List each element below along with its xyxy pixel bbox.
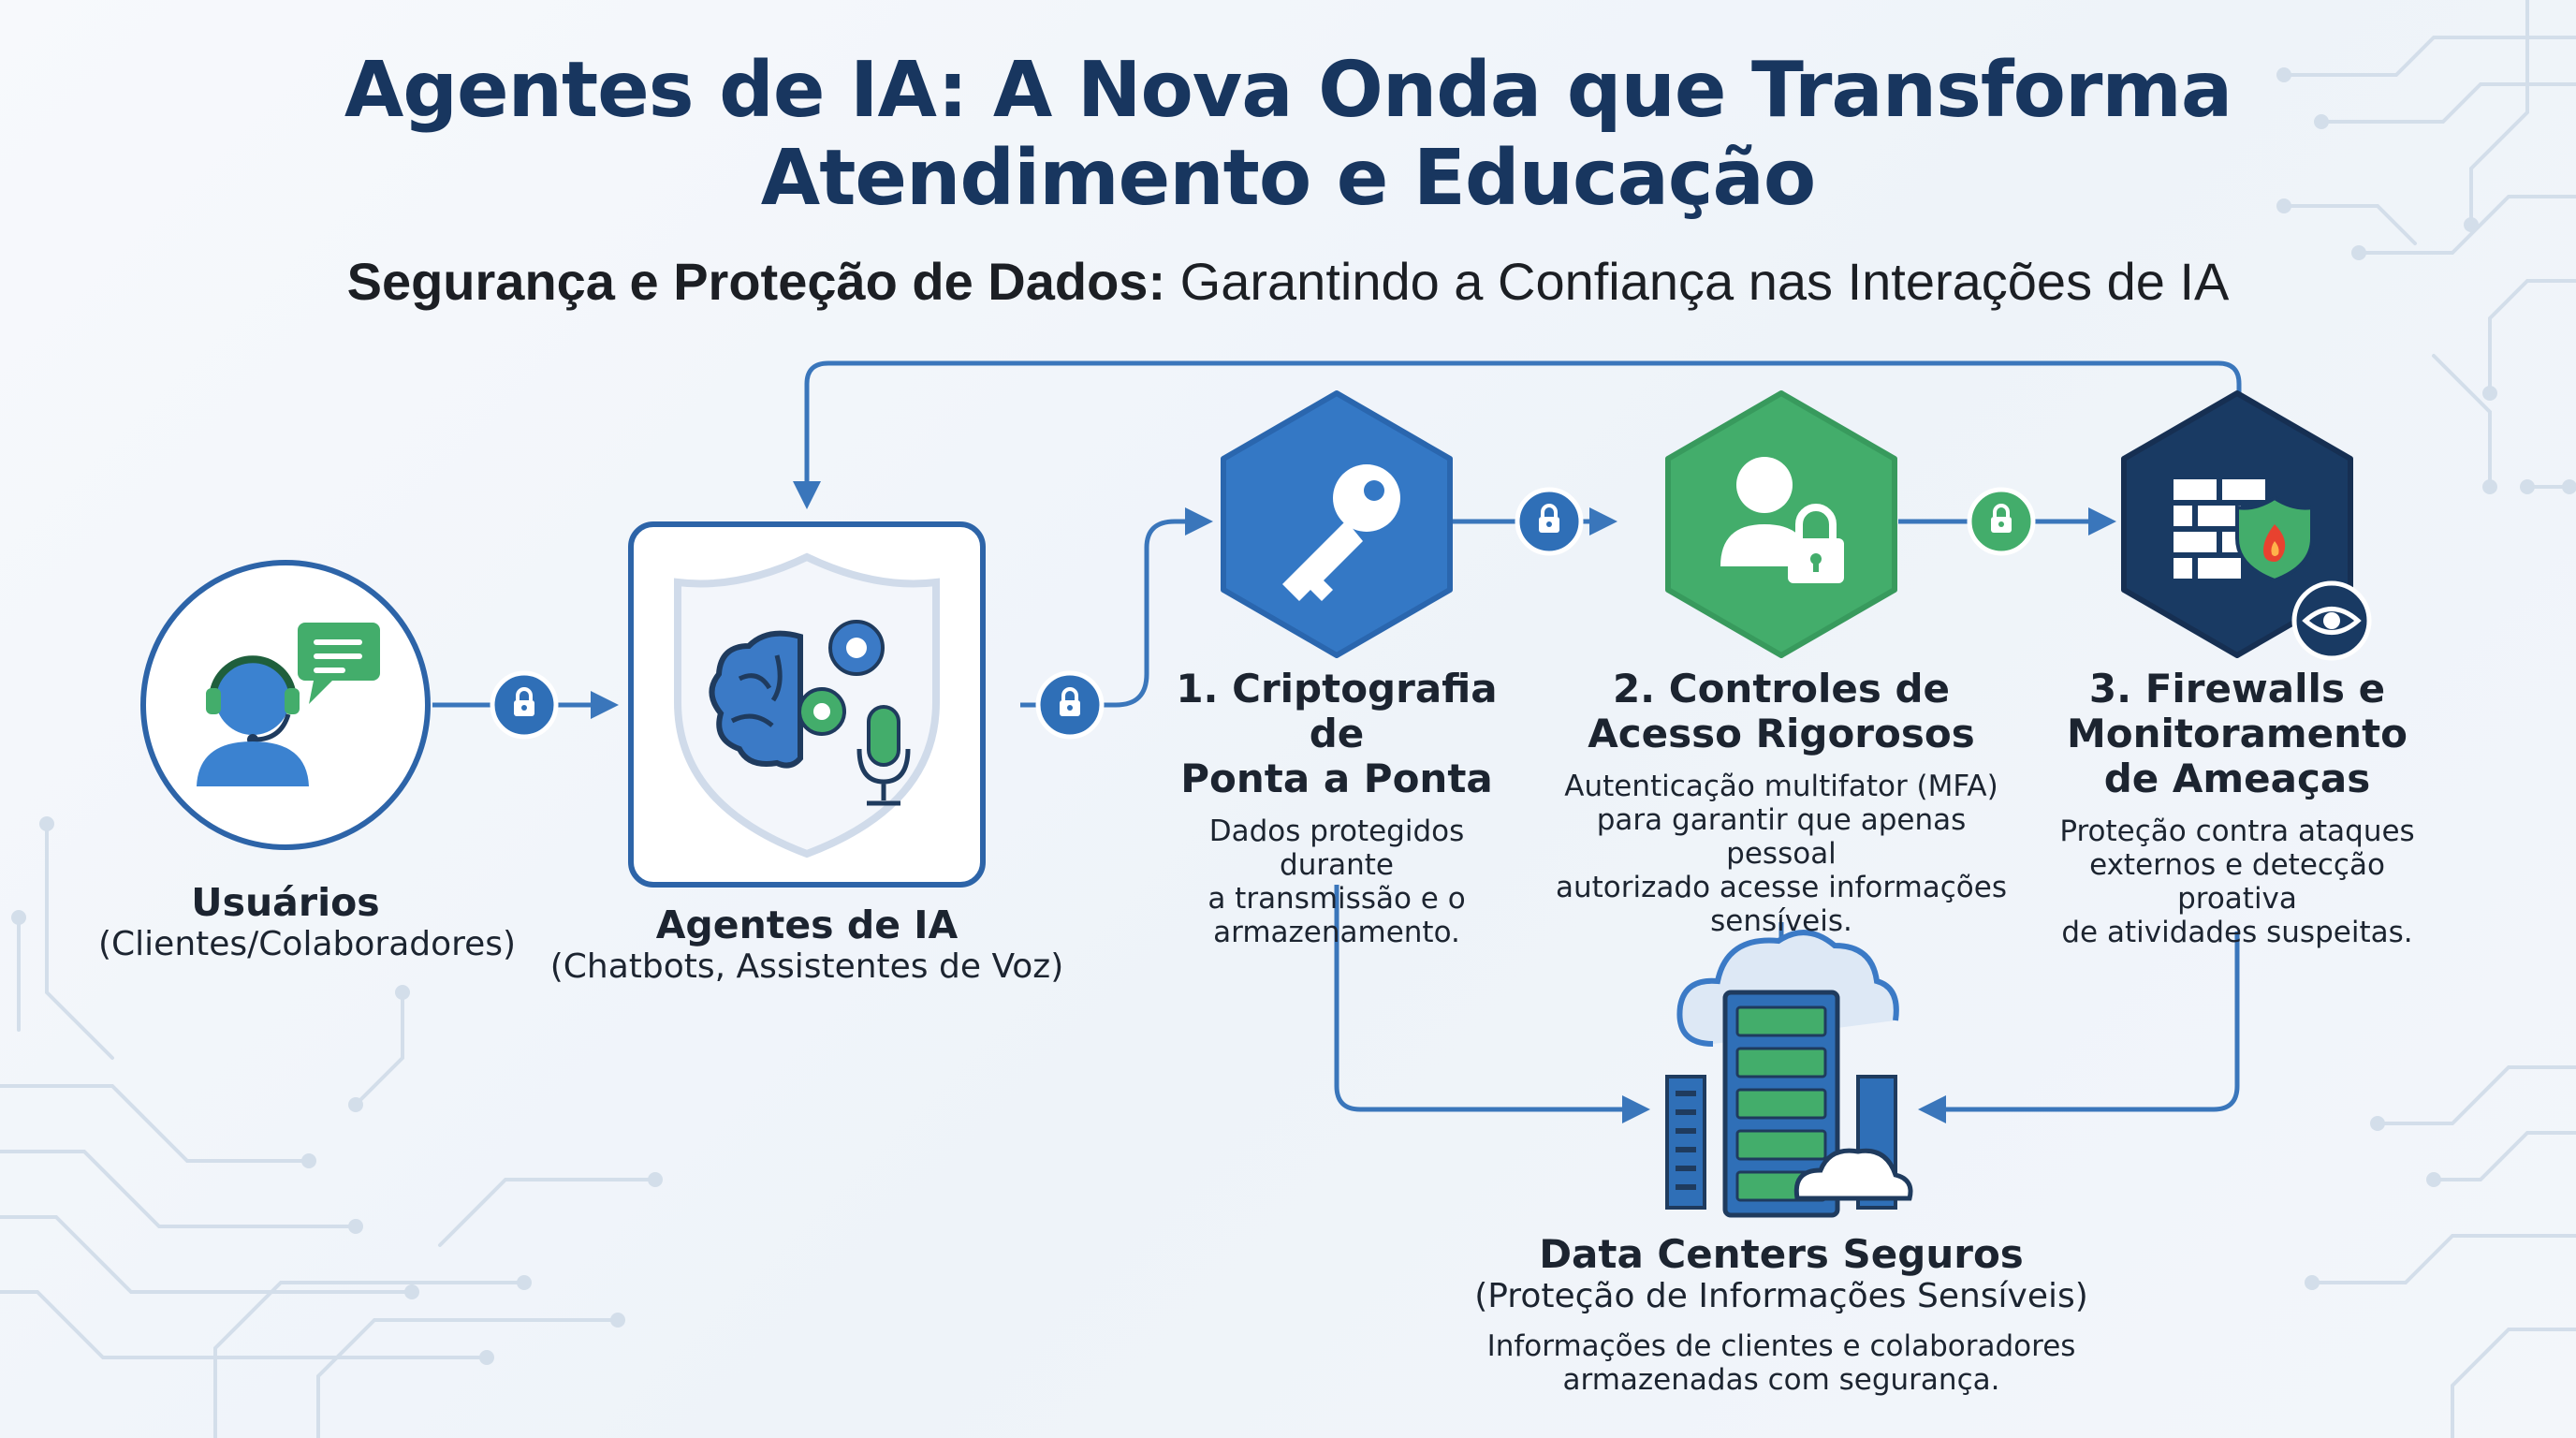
key-icon: [1282, 464, 1400, 601]
lock-badge-2: [1035, 670, 1105, 740]
step-1-desc-line1: Dados protegidos durante: [1208, 814, 1465, 882]
step-3-desc-line3: de atividades suspeitas.: [2061, 916, 2413, 949]
access-control-node: [1665, 390, 1897, 658]
eye-badge-icon: [2291, 580, 2372, 661]
datacenter-subtitle: (Proteção de Informações Sensíveis): [1474, 1277, 2088, 1315]
headset-user-icon: [197, 623, 380, 786]
agents-label: Agentes de IA (Chatbots, Assistentes de …: [526, 902, 1088, 987]
arrow-firewall-to-datacenter: [1918, 932, 2240, 1123]
page-title-line1: Agentes de IA: A Nova Onda que Transform…: [344, 46, 2232, 135]
users-label: Usuários (Clientes/Colaboradores): [98, 880, 517, 964]
step-1-title-line1: 1. Criptografia de: [1176, 666, 1498, 756]
page-title: Agentes de IA: A Nova Onda que Transform…: [0, 47, 2576, 223]
step-3-title-line2: Monitoramento: [2066, 711, 2408, 756]
page-subtitle: Segurança e Proteção de Dados: Garantind…: [0, 251, 2576, 312]
agents-subtitle: (Chatbots, Assistentes de Voz): [549, 947, 1064, 986]
step-2-label: 2. Controles de Acesso Rigorosos Autenti…: [1547, 666, 2015, 939]
datacenter-desc-line1: Informações de clientes e colaboradores: [1486, 1329, 2076, 1363]
step-1-desc-line3: armazenamento.: [1213, 916, 1460, 949]
step-2-title-line1: 2. Controles de: [1612, 666, 1951, 712]
step-2-desc-line4: sensíveis.: [1710, 904, 1852, 938]
arrow-agents-to-encryption: [1020, 507, 1213, 708]
users-node: [140, 560, 431, 850]
step-3-desc-line1: Proteção contra ataques: [2059, 814, 2415, 848]
agents-title: Agentes de IA: [655, 902, 959, 947]
page-title-line2: Atendimento e Educação: [760, 134, 1816, 223]
user-lock-icon: [1720, 457, 1844, 583]
lock-badge-1: [490, 670, 559, 740]
firewall-shield-icon: [2174, 479, 2314, 583]
firewall-node: [2121, 390, 2372, 661]
step-2-title-line2: Acesso Rigorosos: [1588, 711, 1975, 756]
step-3-title-line3: de Ameaças: [2103, 756, 2371, 801]
step-1-title-line2: Ponta a Ponta: [1180, 756, 1493, 801]
datacenter-title: Data Centers Seguros: [1539, 1231, 2024, 1277]
step-3-title-line1: 3. Firewalls e: [2088, 666, 2386, 712]
step-2-desc-line3: autorizado acesse informações: [1556, 871, 2007, 904]
step-1-desc-line2: a transmissão e o: [1208, 882, 1466, 916]
step-1-label: 1. Criptografia de Ponta a Ponta Dados p…: [1149, 666, 1524, 950]
step-2-desc-line2: para garantir que apenas pessoal: [1596, 803, 1967, 871]
encryption-node: [1221, 390, 1453, 658]
brain-shield-icon: [709, 620, 911, 806]
subtitle-rest: Garantindo a Confiança nas Interações de…: [1179, 252, 2230, 311]
step-3-label: 3. Firewalls e Monitoramento de Ameaças …: [2027, 666, 2448, 950]
agents-node: [628, 521, 986, 888]
server-cloud-icon: [1665, 930, 1913, 1218]
step-3-desc-line2: externos e detecção proativa: [2089, 848, 2385, 916]
lock-badge-3: [1515, 487, 1584, 556]
datacenter-node: [1665, 930, 1913, 1218]
datacenter-label: Data Centers Seguros (Proteção de Inform…: [1407, 1231, 2156, 1398]
users-subtitle: (Clientes/Colaboradores): [98, 925, 517, 963]
lock-badge-4: [1967, 487, 2036, 556]
users-title: Usuários: [191, 880, 380, 925]
arrow-feedback-loop: [793, 360, 2242, 509]
subtitle-bold: Segurança e Proteção de Dados:: [346, 252, 1166, 311]
datacenter-desc-line2: armazenadas com segurança.: [1562, 1363, 2000, 1397]
arrow-encryption-to-datacenter: [1334, 885, 1650, 1123]
step-2-desc-line1: Autenticação multifator (MFA): [1564, 770, 1998, 803]
